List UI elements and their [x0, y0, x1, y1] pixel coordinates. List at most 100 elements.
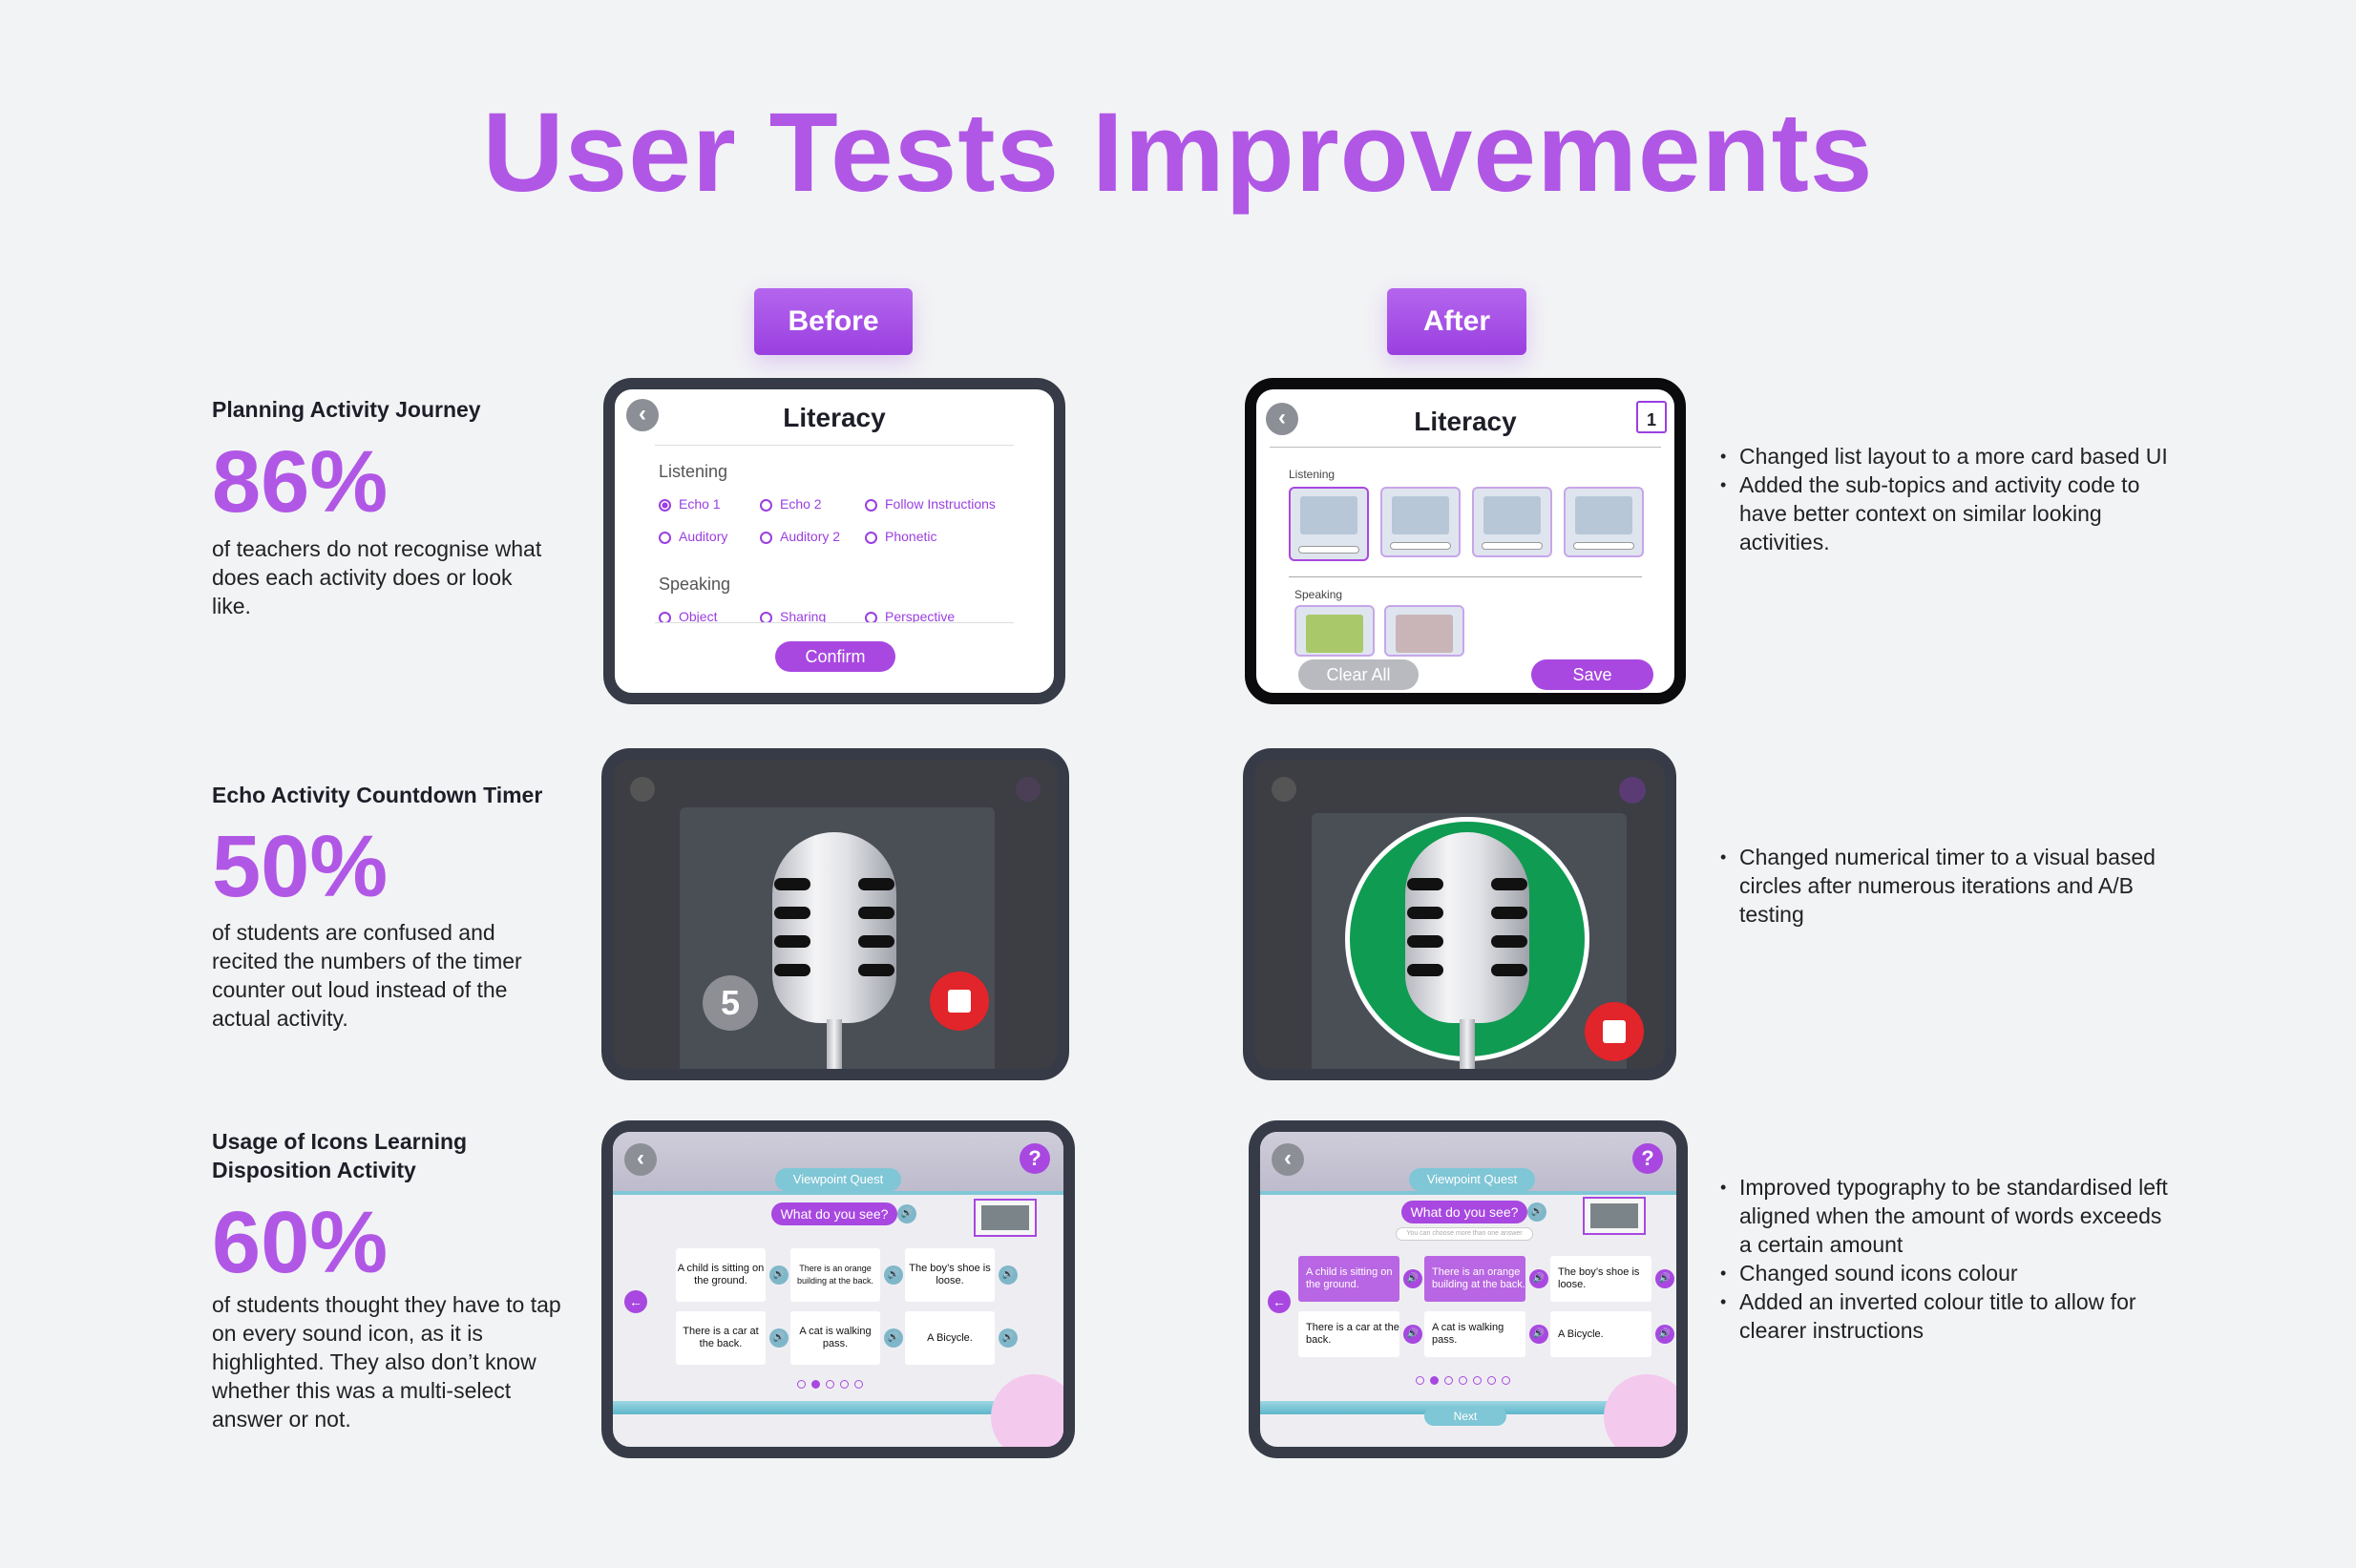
sound-icon[interactable]: 🔊: [999, 1328, 1018, 1348]
stop-button[interactable]: [930, 972, 989, 1031]
radio-icon: [865, 611, 877, 622]
option-sharing[interactable]: Sharing: [760, 609, 826, 622]
back-icon[interactable]: ‹: [624, 1143, 657, 1176]
avatar-icon[interactable]: [1604, 1374, 1676, 1447]
answer-card[interactable]: The boy’s shoe is loose.: [905, 1248, 995, 1302]
answer-card[interactable]: A Bicycle.: [905, 1311, 995, 1365]
activity-card[interactable]: [1289, 487, 1369, 561]
sound-icon[interactable]: 🔊: [1529, 1325, 1548, 1344]
divider: [655, 622, 1014, 623]
note-item: Improved typography to be standardised l…: [1718, 1173, 2177, 1259]
avatar-icon[interactable]: [991, 1374, 1063, 1447]
sound-icon[interactable]: 🔊: [897, 1204, 916, 1223]
confirm-button[interactable]: Confirm: [775, 641, 895, 672]
header-divider: [613, 1191, 1063, 1195]
sound-icon[interactable]: 🔊: [884, 1265, 903, 1285]
answer-card[interactable]: There is an orange building at the back.: [790, 1248, 880, 1302]
picture-thumbnail[interactable]: [974, 1199, 1037, 1237]
echo-after-screen: [1243, 748, 1676, 1080]
option-auditory-2[interactable]: Auditory 2: [760, 529, 840, 544]
microphone-stand: [827, 1019, 842, 1069]
option-object[interactable]: Object: [659, 609, 717, 622]
answer-card[interactable]: The boy’s shoe is loose.: [1550, 1256, 1651, 1302]
sound-icon[interactable]: 🔊: [1403, 1269, 1422, 1288]
answer-card[interactable]: A child is sitting on the ground.: [1298, 1256, 1399, 1302]
answer-card[interactable]: A Bicycle.: [1550, 1311, 1651, 1357]
save-button[interactable]: Save: [1531, 659, 1653, 690]
divider: [1289, 576, 1642, 577]
sound-icon[interactable]: 🔊: [1529, 1269, 1548, 1288]
answer-card[interactable]: A cat is walking pass.: [1424, 1311, 1525, 1357]
question-prompt: What do you see?: [771, 1202, 897, 1225]
sound-icon[interactable]: 🔊: [1655, 1325, 1674, 1344]
question-prompt: What do you see?: [1401, 1201, 1527, 1223]
quiz-after-screen: ‹ ? Viewpoint Quest What do you see? 🔊 Y…: [1249, 1120, 1688, 1458]
option-perspective[interactable]: Perspective: [865, 609, 955, 622]
page-dots[interactable]: [1413, 1372, 1513, 1390]
activity-card[interactable]: [1294, 605, 1375, 657]
page-dots[interactable]: [794, 1376, 866, 1393]
microphone-icon: [772, 832, 896, 1023]
radio-icon: [659, 498, 671, 512]
help-icon[interactable]: [1619, 777, 1646, 804]
countdown-timer: 5: [703, 975, 758, 1031]
stop-button[interactable]: [1585, 1002, 1644, 1061]
sound-icon[interactable]: 🔊: [1655, 1269, 1674, 1288]
literacy-before-screen: ‹ Literacy Listening Echo 1 Echo 2 Follo…: [603, 378, 1065, 704]
help-icon[interactable]: ?: [1020, 1143, 1050, 1174]
activity-card[interactable]: [1564, 487, 1644, 557]
help-icon[interactable]: [1016, 777, 1041, 802]
sound-icon[interactable]: 🔊: [769, 1328, 789, 1348]
listening-label: Listening: [659, 462, 728, 481]
answer-card[interactable]: A cat is walking pass.: [790, 1311, 880, 1365]
back-icon[interactable]: ‹: [1266, 403, 1298, 435]
answer-card[interactable]: A child is sitting on the ground.: [676, 1248, 766, 1302]
improvement-notes: Changed list layout to a more card based…: [1718, 442, 2177, 556]
activity-title: Viewpoint Quest: [775, 1168, 901, 1191]
microphone-icon: [1405, 832, 1529, 1023]
section-title: Planning Activity Journey: [212, 397, 481, 422]
option-auditory[interactable]: Auditory: [659, 529, 727, 544]
back-icon[interactable]: ‹: [626, 399, 659, 431]
option-echo-1[interactable]: Echo 1: [659, 496, 721, 512]
previous-arrow-icon[interactable]: ←: [1268, 1290, 1291, 1313]
note-item: Changed sound icons colour: [1718, 1259, 2177, 1287]
answer-card[interactable]: There is an orange building at the back.: [1424, 1256, 1525, 1302]
option-follow-instructions[interactable]: Follow Instructions: [865, 496, 996, 512]
previous-arrow-icon[interactable]: ←: [624, 1290, 647, 1313]
picture-thumbnail[interactable]: [1583, 1197, 1646, 1235]
radio-icon: [865, 498, 877, 512]
sound-icon[interactable]: 🔊: [884, 1328, 903, 1348]
echo-before-screen: 5: [601, 748, 1069, 1080]
section-title: Echo Activity Countdown Timer: [212, 783, 543, 807]
activity-card[interactable]: [1380, 487, 1461, 557]
help-icon[interactable]: ?: [1632, 1143, 1663, 1174]
before-label: Before: [754, 288, 913, 355]
radio-icon: [659, 611, 671, 622]
note-item: Changed list layout to a more card based…: [1718, 442, 2177, 470]
activity-counter[interactable]: 1: [1636, 401, 1667, 433]
clear-all-button[interactable]: Clear All: [1298, 659, 1419, 690]
literacy-after-screen: ‹ Literacy 1 Listening Speaking Clear Al…: [1245, 378, 1686, 704]
next-button[interactable]: Next: [1424, 1407, 1506, 1426]
sound-icon[interactable]: 🔊: [1527, 1202, 1546, 1222]
radio-icon: [760, 498, 772, 512]
option-phonetic[interactable]: Phonetic: [865, 529, 936, 544]
activity-card[interactable]: [1384, 605, 1464, 657]
answer-card[interactable]: There is a car at the back.: [676, 1311, 766, 1365]
sound-icon[interactable]: 🔊: [1403, 1325, 1422, 1344]
header-divider: [1260, 1191, 1676, 1195]
sound-icon[interactable]: 🔊: [769, 1265, 789, 1285]
back-icon[interactable]: ‹: [1272, 1143, 1304, 1176]
multi-select-hint: You can choose more than one answer: [1396, 1227, 1533, 1241]
back-icon[interactable]: [630, 777, 655, 802]
improvement-notes: Improved typography to be standardised l…: [1718, 1173, 2177, 1345]
sound-icon[interactable]: 🔊: [999, 1265, 1018, 1285]
activity-title: Viewpoint Quest: [1409, 1168, 1535, 1191]
radio-icon: [865, 531, 877, 544]
option-echo-2[interactable]: Echo 2: [760, 496, 822, 512]
back-icon[interactable]: [1272, 777, 1296, 802]
floor-bar: [613, 1401, 1063, 1414]
activity-card[interactable]: [1472, 487, 1552, 557]
answer-card[interactable]: There is a car at the back.: [1298, 1311, 1399, 1357]
